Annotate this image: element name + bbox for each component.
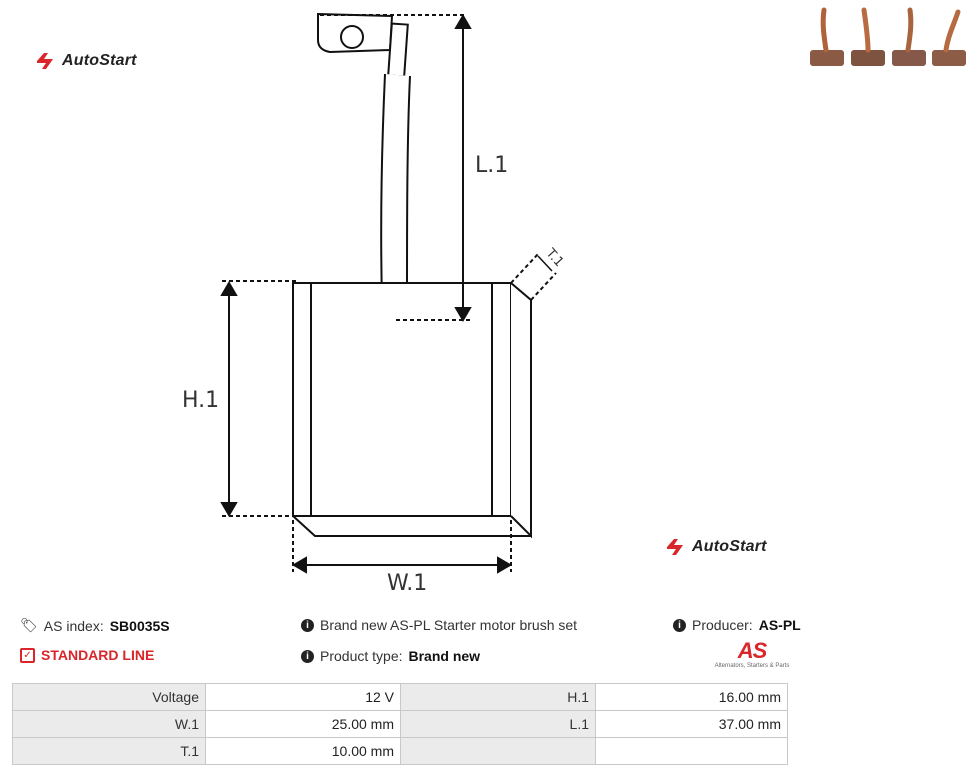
- as-index-value: SB0035S: [109, 617, 170, 634]
- spec-label: Voltage: [12, 683, 206, 711]
- brand-logo-secondary: AutoStart: [664, 537, 767, 557]
- spec-value: 37.00 mm: [595, 710, 788, 738]
- copper-brush-icon: [851, 7, 885, 66]
- brand-logo: AutoStart: [34, 51, 137, 71]
- spec-label: H.1: [400, 683, 596, 711]
- brand-name: AutoStart: [62, 52, 137, 69]
- spec-value: 25.00 mm: [205, 710, 401, 738]
- table-row: W.1 25.00 mm L.1 37.00 mm: [12, 710, 788, 738]
- info-icon: i: [301, 649, 314, 663]
- table-row: Voltage 12 V H.1 16.00 mm: [12, 683, 788, 711]
- producer-value: AS-PL: [758, 617, 801, 633]
- product-description: i Brand new AS-PL Starter motor brush se…: [301, 617, 577, 633]
- technical-drawing: L.1 H.1 W.1 T.1: [182, 12, 566, 596]
- producer: i Producer: AS-PL: [673, 617, 801, 633]
- label-t1: T.1: [542, 245, 566, 270]
- label-w1: W.1: [387, 571, 427, 596]
- spec-label: [400, 737, 596, 765]
- check-square-icon: ✓: [20, 647, 35, 663]
- spec-label: W.1: [12, 710, 206, 738]
- specs-table: Voltage 12 V H.1 16.00 mm W.1 25.00 mm L…: [12, 683, 788, 765]
- label-h1: H.1: [182, 388, 219, 413]
- table-row: T.1 10.00 mm: [12, 737, 788, 765]
- info-icon: i: [673, 618, 686, 632]
- producer-logo: AS Alternators, Starters & Parts: [714, 638, 790, 670]
- autostart-logo-icon: [667, 539, 683, 555]
- spec-label: L.1: [400, 710, 596, 738]
- autostart-logo-icon: [37, 53, 53, 69]
- standard-line-badge: ✓ STANDARD LINE: [20, 647, 154, 663]
- spec-label: T.1: [12, 737, 206, 765]
- copper-brush-icon: [932, 9, 966, 66]
- spec-value: [595, 737, 788, 765]
- tags-icon: 🏷: [20, 617, 38, 633]
- info-icon: i: [301, 618, 314, 632]
- as-index: 🏷 AS index: SB0035S: [20, 617, 170, 634]
- brand-name: AutoStart: [692, 538, 767, 555]
- spec-value: 16.00 mm: [595, 683, 788, 711]
- product-type-value: Brand new: [408, 648, 481, 664]
- product-type: i Product type: Brand new: [301, 648, 480, 664]
- spec-value: 12 V: [205, 683, 401, 711]
- copper-brush-icon: [810, 7, 844, 66]
- label-l1: L.1: [475, 153, 508, 178]
- spec-value: 10.00 mm: [205, 737, 401, 765]
- copper-brush-icon: [892, 7, 926, 66]
- product-thumbnails: [810, 7, 966, 66]
